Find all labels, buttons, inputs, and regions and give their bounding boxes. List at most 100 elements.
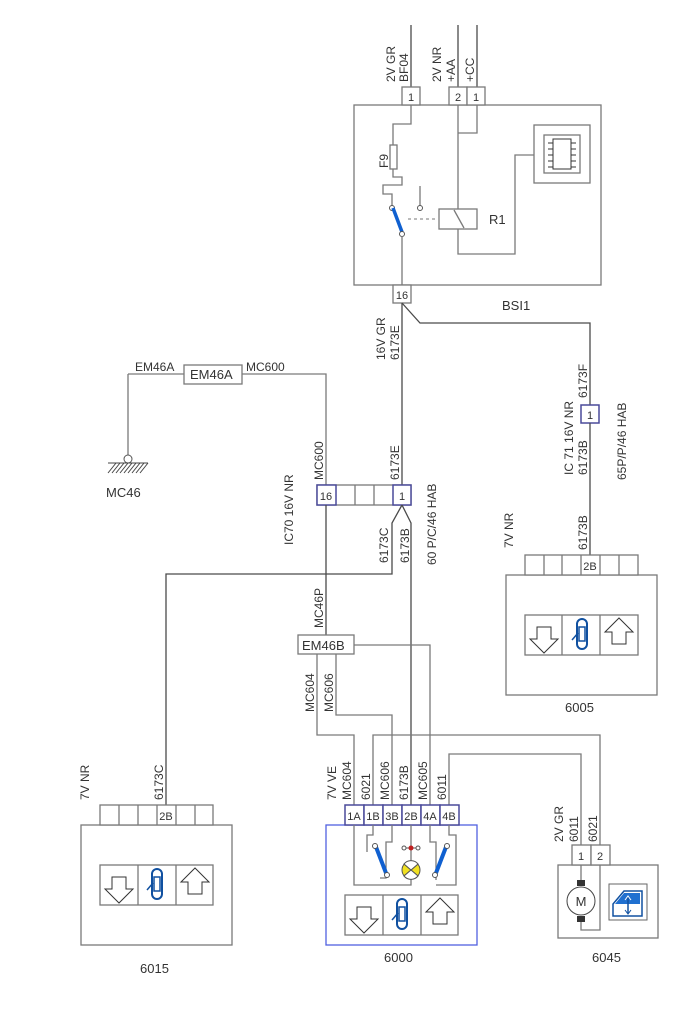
motor-brush-top [577, 880, 585, 886]
bsi-out-wire: 6173E [388, 325, 402, 360]
switch-6000-pin-2b: 2B [404, 811, 417, 823]
ic70-location: 60 P/C/46 HAB [425, 484, 439, 565]
arrow-down-icon [348, 906, 380, 934]
bsi-pin-1b [466, 86, 486, 106]
motor-symbol: M [576, 894, 587, 909]
switch-6015-spec: 7V NR [78, 764, 92, 800]
bsi-pin-2-label: 2 [455, 92, 461, 104]
motor-pin-2-label: 2 [597, 851, 603, 863]
switch-contact [399, 231, 405, 237]
motor-label: 6045 [592, 950, 621, 965]
switch-6005-wire: 6173B [576, 515, 590, 550]
arrow-down-icon [103, 876, 135, 904]
ic70-wire-out-a: 6173C [377, 527, 391, 563]
switch-6000-internal [429, 825, 437, 880]
ic70-wire-in: 6173E [388, 445, 402, 480]
switch-6000-pin-1b: 1B [366, 811, 379, 823]
ic-chip-icon [552, 138, 572, 170]
em46b-wire-in: MC46P [312, 588, 326, 628]
ic70-pin-1-label: 1 [399, 491, 405, 503]
switch-6000-wire-2: 6021 [359, 773, 373, 800]
arrow-up-icon [424, 897, 456, 925]
switch-6005-buttons[interactable] [524, 614, 639, 656]
switch-6015-buttons[interactable] [99, 864, 214, 906]
wire-mc604 [316, 654, 355, 805]
ground-label: MC46 [106, 485, 141, 500]
switch-6000-wire-4: 6173B [397, 765, 411, 800]
relay-switch-blade [391, 207, 404, 233]
bsi-in3-wire: +CC [463, 57, 477, 82]
bsi-in1-spec: 2V GR [384, 46, 398, 82]
motor-wire-2: 6021 [586, 815, 600, 842]
switch-6000-spec: 7V VE [325, 766, 339, 800]
switch-6000-pin-3b: 3B [385, 811, 398, 823]
motor-brush-bottom [577, 916, 585, 922]
em46b-wire-a: MC604 [303, 673, 317, 712]
motor-pin-1-label: 1 [578, 851, 584, 863]
switch-6000-wire-3: MC606 [378, 761, 392, 800]
motor-6045: 1 2 2V GR 6011 6021 M 6045 [552, 806, 659, 965]
switch-6000-label: 6000 [384, 950, 413, 965]
motor-spec: 2V GR [552, 806, 566, 842]
switch-contact [417, 205, 423, 211]
ic70-spec: IC70 16V NR [282, 474, 296, 545]
wire-6173c [165, 504, 403, 805]
wire-mc600 [242, 373, 327, 485]
em46b-wire-b: MC606 [322, 673, 336, 712]
em46a-wire-right: MC600 [246, 360, 285, 374]
switch-6015: 2B 7V NR 6173C 6015 [78, 764, 233, 976]
ic70-wire-out-b: 6173B [398, 528, 412, 563]
switch-6000-pin-4a: 4A [423, 811, 437, 823]
car-window-icon [146, 868, 163, 900]
em46a-wire-left: EM46A [135, 360, 174, 374]
switch-6015-connector [99, 804, 214, 826]
wire-6173f [401, 302, 591, 407]
motor-icon [566, 886, 596, 916]
ic71-location: 65P/P/46 HAB [615, 403, 629, 480]
switch-6000: 1A 1B 3B 2B 4A 4B 7V VE MC604 6021 MC606… [325, 761, 478, 965]
fuse-f9 [389, 144, 398, 170]
bsi-pin-1-label: 1 [408, 92, 414, 104]
ic71-wire-in: 6173F [576, 364, 590, 398]
ic70-wire-left: MC600 [312, 441, 326, 480]
motor-wire-1: 6011 [567, 816, 581, 842]
bsi-in2-spec: 2V NR [430, 46, 444, 82]
arrow-up-icon [603, 617, 635, 645]
bsi-label: BSI1 [502, 298, 530, 313]
bsi-pin-16-label: 16 [396, 290, 408, 302]
switch-6005-label: 6005 [565, 700, 594, 715]
ic-chip-pins [548, 142, 576, 168]
bsi-internal-wire-5 [458, 105, 478, 134]
switch-6005: 2B 7V NR 6173B 6005 [502, 512, 658, 715]
lamp-icon [401, 860, 421, 880]
ic71-pin-label: 1 [587, 410, 593, 422]
switch-6000-wire-5: MC605 [416, 761, 430, 800]
switch-6000-buttons[interactable] [344, 894, 459, 936]
arrow-up-icon [179, 867, 211, 895]
switch-6000-pin-4b: 4B [442, 811, 455, 823]
switch-6015-wire: 6173C [152, 764, 166, 800]
switch-6000-pin-1a: 1A [347, 811, 361, 823]
switch-6000-internal [366, 825, 374, 852]
ic70-pin-16-label: 16 [320, 491, 332, 503]
switch-6000-internal [353, 825, 412, 886]
switch-6005-spec: 7V NR [502, 512, 516, 548]
bsi-module: 1 2 1 2V GR BF04 2V NR +AA +CC F9 R1 [353, 25, 602, 313]
bsi-internal-wire-6 [457, 154, 534, 255]
bsi-pin-1b-label: 1 [473, 92, 479, 104]
em46b-label: EM46B [302, 638, 345, 653]
switch-6005-pin-label: 2B [583, 561, 596, 573]
ic71-spec: IC 71 16V NR [562, 401, 576, 475]
bsi-in2-wire: +AA [444, 59, 458, 82]
switch-blade-right [434, 846, 448, 874]
wire-6021 [372, 734, 601, 875]
switch-6005-connector [524, 554, 639, 576]
switch-6015-pin-label: 2B [159, 811, 172, 823]
bsi-internal-wire [392, 105, 412, 145]
window-lift-icon [608, 883, 648, 921]
ic71-wire-out: 6173B [576, 440, 590, 475]
ground-terminal [123, 454, 133, 464]
wire-mc605 [354, 644, 431, 805]
car-window-icon [571, 618, 588, 650]
relay-coil-diag [453, 209, 465, 229]
